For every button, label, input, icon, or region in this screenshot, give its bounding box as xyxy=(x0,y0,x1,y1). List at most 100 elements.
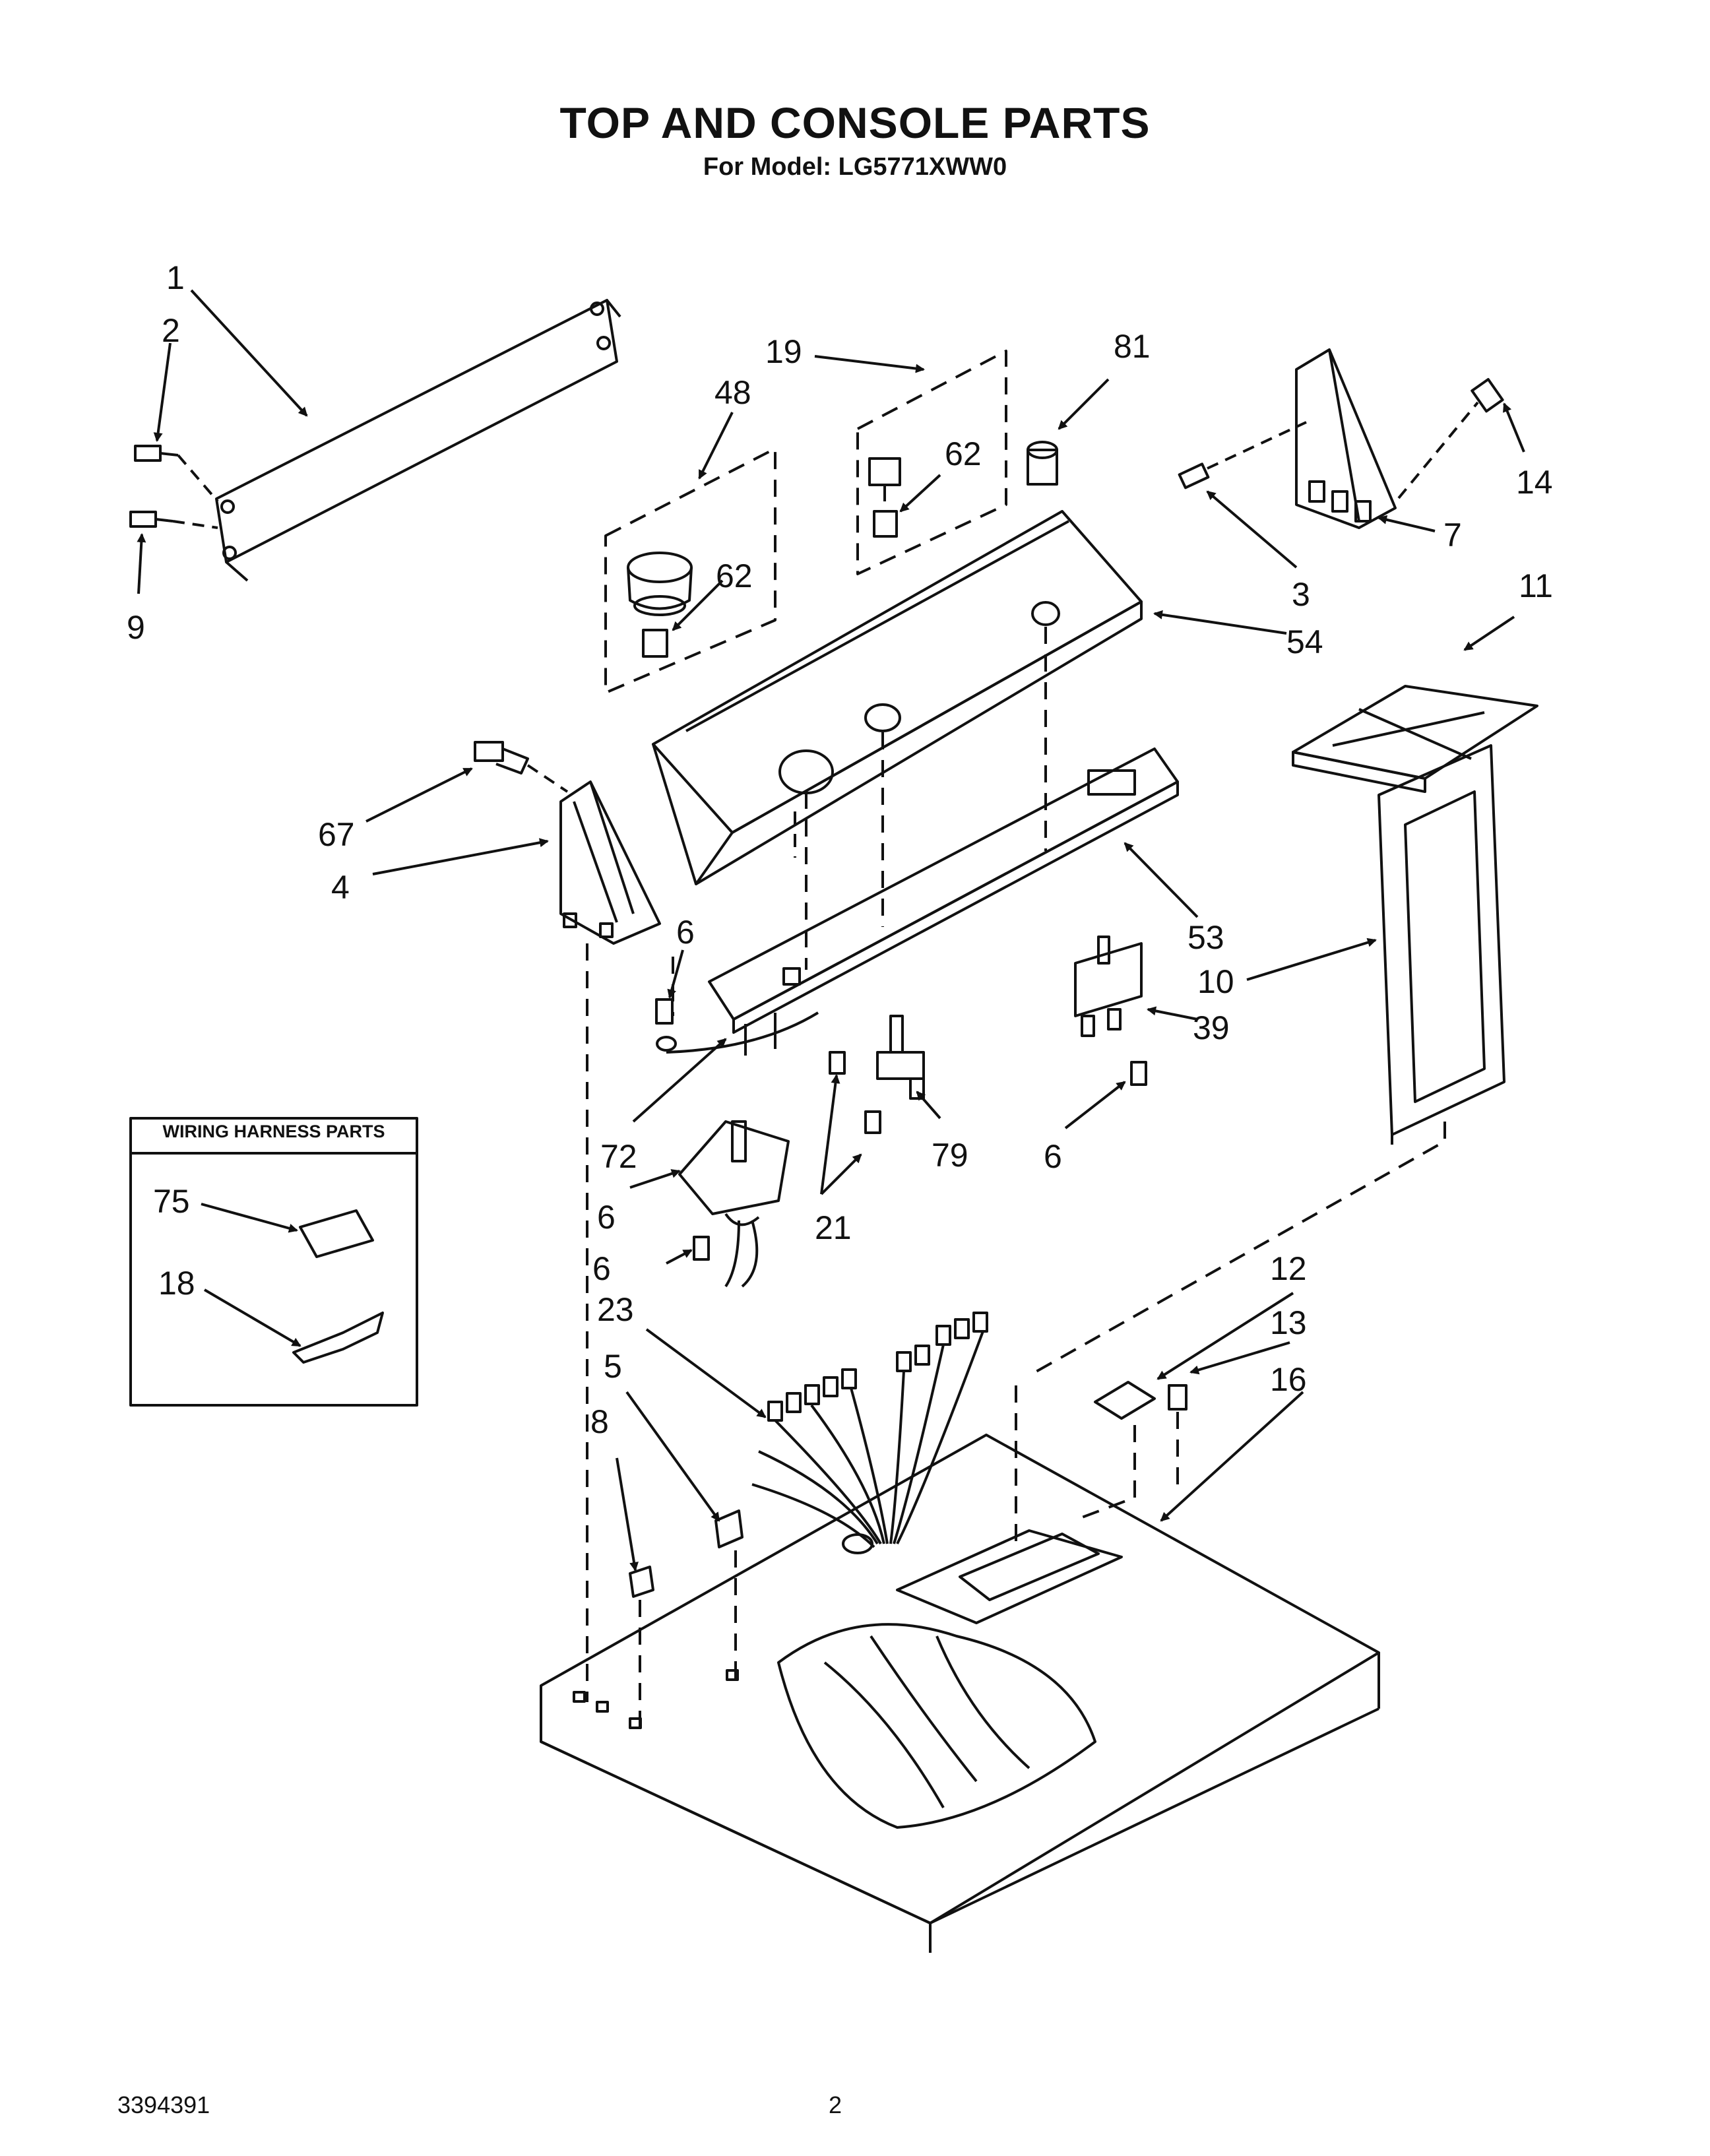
leader-19 xyxy=(814,355,925,373)
washer-72 xyxy=(656,1036,677,1052)
callout-79: 79 xyxy=(932,1137,968,1174)
leader-5 xyxy=(625,1391,720,1522)
leader-2 xyxy=(153,342,172,442)
callout-6a: 6 xyxy=(676,914,695,951)
leader-23 xyxy=(645,1328,767,1418)
leader-18 xyxy=(203,1288,301,1347)
knob-48 xyxy=(627,552,693,616)
leader-21 xyxy=(629,1169,681,1189)
screw-2 xyxy=(134,445,179,462)
callout-9: 9 xyxy=(127,609,145,646)
leader-14 xyxy=(1503,402,1525,453)
leader-3 xyxy=(1206,490,1298,569)
leader-72 xyxy=(632,1038,727,1123)
callout-8: 8 xyxy=(590,1403,609,1440)
callout-11: 11 xyxy=(1519,567,1553,604)
callout-39: 39 xyxy=(1193,1009,1230,1046)
switch-39 xyxy=(1074,935,1143,1037)
page-title: TOP AND CONSOLE PARTS xyxy=(559,98,1151,147)
control-panel-54 xyxy=(652,510,1143,885)
leader-9 xyxy=(137,533,146,594)
leader-13 xyxy=(1189,1341,1290,1375)
callout-54: 54 xyxy=(1286,623,1323,660)
leader-1 xyxy=(190,289,308,417)
channel-53 xyxy=(708,747,1179,1056)
knob-insert-62a xyxy=(642,629,668,658)
timer-21 xyxy=(678,1120,790,1288)
callout-81: 81 xyxy=(1114,328,1151,365)
screw-6e xyxy=(693,1236,710,1261)
screw-3 xyxy=(1178,462,1210,490)
leader-6d xyxy=(1064,1081,1126,1129)
leader-54 xyxy=(1153,610,1287,635)
callout-23: 23 xyxy=(597,1291,634,1328)
end-cap-7 xyxy=(1295,348,1397,529)
wire-harness-23 xyxy=(751,1312,988,1548)
leader-75 xyxy=(201,1203,298,1233)
callout-18: 18 xyxy=(158,1265,195,1302)
callout-12: 12 xyxy=(1270,1250,1307,1287)
knob-81 xyxy=(1027,441,1058,486)
side-panel-10 xyxy=(1378,744,1505,1145)
leader-48 xyxy=(698,412,734,480)
leader-6c xyxy=(820,1153,862,1195)
wiring-harness-box xyxy=(129,1117,418,1407)
callout-19: 19 xyxy=(765,333,802,370)
callout-7: 7 xyxy=(1443,517,1462,554)
leader-11 xyxy=(1463,616,1515,651)
screw-6c xyxy=(864,1110,881,1134)
document-number: 3394391 xyxy=(117,2091,210,2118)
leader-79 xyxy=(916,1091,941,1120)
wiring-harness-title: WIRING HARNESS PARTS xyxy=(162,1122,385,1141)
callout-21: 6 xyxy=(597,1199,616,1236)
callout-53: 53 xyxy=(1188,919,1224,956)
leader-16 xyxy=(1160,1391,1304,1522)
knob-19 xyxy=(868,457,901,501)
callout-5: 5 xyxy=(604,1348,622,1385)
screw-14 xyxy=(1471,378,1504,413)
leader-53 xyxy=(1124,842,1199,918)
callout-6e: 6 xyxy=(592,1250,611,1287)
callout-14: 14 xyxy=(1516,464,1553,501)
leader-6a xyxy=(667,949,684,999)
screw-6d xyxy=(1130,1061,1147,1086)
callout-72: 72 xyxy=(600,1138,637,1175)
leader-4 xyxy=(372,838,549,875)
leader-81 xyxy=(1058,378,1110,430)
switch-79 xyxy=(876,1015,925,1100)
screw-13 xyxy=(1168,1384,1188,1411)
screw-6b xyxy=(829,1051,846,1075)
callout-48: 48 xyxy=(714,374,751,411)
callout-1: 1 xyxy=(166,259,185,296)
screw-9 xyxy=(129,511,174,528)
leader-7 xyxy=(1378,515,1436,532)
callout-3: 3 xyxy=(1292,576,1310,613)
callout-62b: 62 xyxy=(945,435,982,472)
knob-insert-62b xyxy=(873,510,898,538)
model-subtitle: For Model: LG5771XWW0 xyxy=(703,153,1007,181)
clamp-12 xyxy=(1094,1381,1156,1420)
leader-6b xyxy=(820,1074,840,1195)
page-number: 2 xyxy=(829,2091,842,2118)
leader-39 xyxy=(1147,1006,1198,1021)
console-back-panel xyxy=(215,299,621,582)
callout-16: 16 xyxy=(1270,1361,1307,1398)
clip-8 xyxy=(629,1566,654,1598)
screw-6a xyxy=(655,998,674,1025)
leader-6e xyxy=(666,1249,693,1265)
leader-10 xyxy=(1246,937,1377,981)
leader-62b xyxy=(899,474,941,513)
callout-2: 2 xyxy=(162,312,180,349)
top-panel-16 xyxy=(540,1434,1380,1953)
callout-67: 67 xyxy=(318,816,355,853)
callout-6b: 21 xyxy=(815,1209,852,1246)
callout-4: 4 xyxy=(331,869,350,906)
leader-12 xyxy=(1156,1292,1294,1380)
callout-10: 10 xyxy=(1197,963,1234,1000)
leader-8 xyxy=(616,1457,639,1571)
end-cap-4 xyxy=(559,780,661,945)
callout-13: 13 xyxy=(1270,1304,1307,1341)
cover-11 xyxy=(1292,685,1538,793)
callout-75: 75 xyxy=(153,1183,190,1220)
